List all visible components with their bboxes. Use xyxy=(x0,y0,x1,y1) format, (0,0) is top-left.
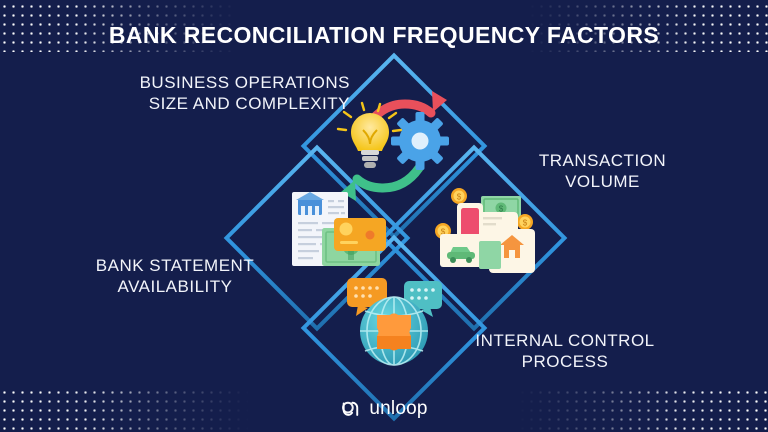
svg-text:$: $ xyxy=(499,205,504,214)
logo-text: unloop xyxy=(369,398,428,419)
page-title: BANK RECONCILIATION FREQUENCY FACTORS xyxy=(108,22,660,48)
label-transaction-volume: TRANSACTION VOLUME xyxy=(538,151,667,191)
svg-text:$: $ xyxy=(523,219,528,228)
lightbulb-gear-cycle-icon xyxy=(336,91,449,201)
payment-cards-coins-icon: $ $ $ $ xyxy=(435,188,535,273)
bank-statement-money-card-icon xyxy=(292,192,386,266)
label-business-operations: BUSINESS OPERATIONS SIZE AND COMPLEXITY xyxy=(139,73,350,113)
globe-puzzle-chat-icon xyxy=(347,278,442,366)
brand-logo: unloop xyxy=(0,398,768,420)
unloop-logo-icon xyxy=(342,401,359,416)
label-internal-control-process: INTERNAL CONTROL PROCESS xyxy=(475,331,655,371)
svg-text:$: $ xyxy=(457,193,462,202)
svg-text:$: $ xyxy=(441,228,446,237)
label-bank-statement-availability: BANK STATEMENT AVAILABILITY xyxy=(95,256,255,296)
